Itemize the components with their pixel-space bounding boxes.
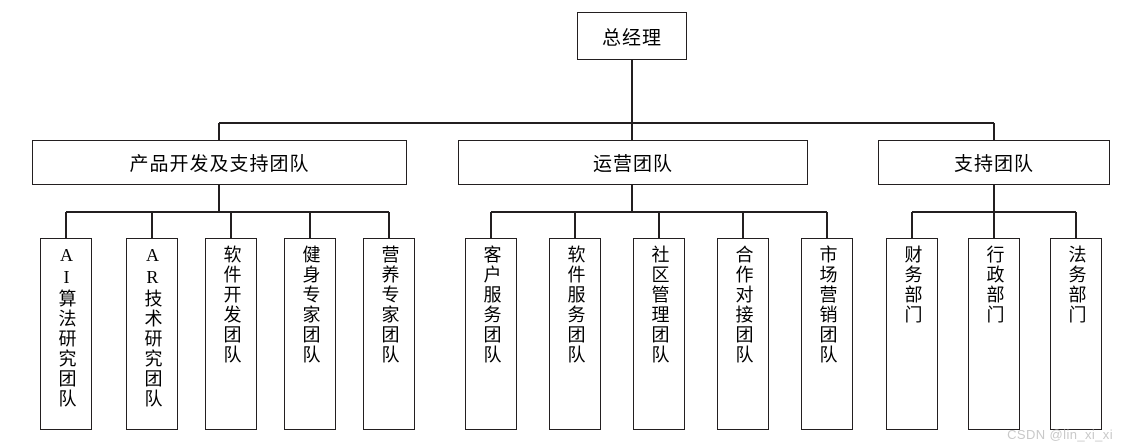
connector-leaf-drop-4 (388, 212, 390, 238)
org-node-label: 社区管理团队 (649, 245, 670, 365)
org-node-fitness-expert-team[interactable]: 健身专家团队 (284, 238, 336, 430)
org-node-label: 市场营销团队 (817, 245, 838, 365)
org-node-label: 行政部门 (984, 245, 1005, 325)
org-node-label: AR技术研究团队 (142, 245, 163, 409)
org-node-legal-department[interactable]: 法务部门 (1050, 238, 1102, 430)
org-node-partnership-liaison-team[interactable]: 合作对接团队 (717, 238, 769, 430)
org-node-label: 产品开发及支持团队 (129, 154, 310, 175)
org-node-label: 合作对接团队 (733, 245, 754, 365)
org-node-ceo[interactable]: 总经理 (577, 12, 687, 60)
connector-leaf-drop-11 (993, 212, 995, 238)
org-node-community-management-team[interactable]: 社区管理团队 (633, 238, 685, 430)
connector-leaf-drop-10 (911, 212, 913, 238)
connector-root-drop (631, 60, 633, 123)
connector-level2-stem-1 (631, 185, 633, 212)
org-node-label: 总经理 (601, 27, 662, 49)
connector-level2-bus-0 (66, 211, 389, 213)
org-node-label: 财务部门 (902, 245, 923, 325)
org-node-product-dev-support-team[interactable]: 产品开发及支持团队 (32, 140, 407, 185)
org-node-software-service-team[interactable]: 软件服务团队 (549, 238, 601, 430)
org-node-label: 营养专家团队 (379, 245, 400, 365)
connector-level2-drop-0 (218, 123, 220, 140)
connector-leaf-drop-8 (742, 212, 744, 238)
org-node-ar-technology-research-team[interactable]: AR技术研究团队 (126, 238, 178, 430)
org-node-nutrition-expert-team[interactable]: 营养专家团队 (363, 238, 415, 430)
org-node-label: 法务部门 (1066, 245, 1087, 325)
connector-leaf-drop-6 (574, 212, 576, 238)
connector-root-bus (219, 122, 994, 124)
connector-leaf-drop-9 (826, 212, 828, 238)
watermark-text: CSDN @lin_xi_xi (1007, 427, 1113, 442)
org-node-operations-team[interactable]: 运营团队 (458, 140, 808, 185)
org-node-label: 客户服务团队 (481, 245, 502, 365)
connector-leaf-drop-12 (1075, 212, 1077, 238)
connector-level2-stem-2 (993, 185, 995, 212)
org-node-software-development-team[interactable]: 软件开发团队 (205, 238, 257, 430)
connector-leaf-drop-5 (490, 212, 492, 238)
connector-level2-drop-2 (993, 123, 995, 140)
org-node-label: 健身专家团队 (300, 245, 321, 365)
org-node-label: AI算法研究团队 (56, 245, 77, 409)
connector-leaf-drop-7 (658, 212, 660, 238)
org-node-finance-department[interactable]: 财务部门 (886, 238, 938, 430)
connector-leaf-drop-1 (151, 212, 153, 238)
org-node-administration-department[interactable]: 行政部门 (968, 238, 1020, 430)
org-node-label: 运营团队 (592, 154, 673, 175)
connector-level2-stem-0 (218, 185, 220, 212)
org-node-ai-algorithm-research-team[interactable]: AI算法研究团队 (40, 238, 92, 430)
org-node-label: 软件服务团队 (565, 245, 586, 365)
connector-leaf-drop-2 (230, 212, 232, 238)
connector-level2-drop-1 (631, 123, 633, 140)
org-node-label: 软件开发团队 (221, 245, 242, 365)
connector-leaf-drop-3 (309, 212, 311, 238)
org-node-marketing-team[interactable]: 市场营销团队 (801, 238, 853, 430)
connector-leaf-drop-0 (65, 212, 67, 238)
org-node-customer-service-team[interactable]: 客户服务团队 (465, 238, 517, 430)
org-node-support-team[interactable]: 支持团队 (878, 140, 1110, 185)
org-node-label: 支持团队 (953, 154, 1034, 175)
